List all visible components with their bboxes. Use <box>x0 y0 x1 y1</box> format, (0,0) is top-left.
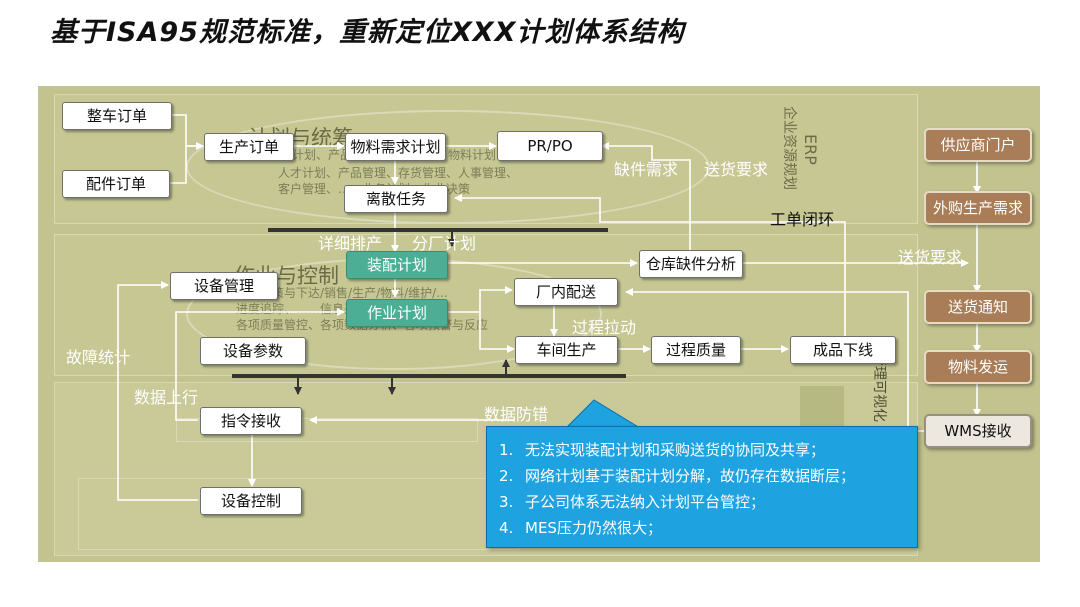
node-discrete-task: 离散任务 <box>344 185 448 213</box>
node-instruction-recv: 指令接收 <box>200 407 302 435</box>
operation-divider <box>232 374 626 378</box>
page-title: 基于ISA95规范标准，重新定位XXX计划体系结构 <box>50 17 685 48</box>
arrow-parts-order <box>169 142 204 184</box>
node-parts-order: 配件订单 <box>62 170 170 198</box>
label-fault-stats: 故障统计 <box>66 348 131 367</box>
node-warehouse-analysis: 仓库缺件分析 <box>639 250 743 278</box>
planning-line-2: 人才计划、产品管理、存货管理、人事管理、 <box>278 166 519 180</box>
node-pr-po: PR/PO <box>497 131 603 161</box>
node-mrp: 物料需求计划 <box>345 133 446 161</box>
node-plant-delivery: 厂内配送 <box>514 278 618 306</box>
node-product-offline: 成品下线 <box>790 336 896 364</box>
node-external-demand: 外购生产需求 <box>924 191 1032 225</box>
label-work-order-close: 工单闭环 <box>770 210 835 229</box>
arrow-job-delivery <box>479 286 513 312</box>
node-assembly-plan: 装配计划 <box>346 251 448 279</box>
node-supplier-portal: 供应商门户 <box>924 128 1032 162</box>
node-process-quality: 过程质量 <box>651 336 741 364</box>
equipment-placeholder-1 <box>176 418 478 442</box>
planning-oval <box>186 110 710 224</box>
node-delivery-notice: 送货通知 <box>924 290 1032 324</box>
planning-divider <box>268 228 608 232</box>
issues-callout: 1.无法实现装配计划和采购送货的协同及共享； 2.网络计划基于装配计划分解，故仍… <box>486 426 918 548</box>
label-data-errorproof: 数据防错 <box>484 405 549 424</box>
label-branch-plan: 分厂计划 <box>412 234 477 253</box>
issue-item-2: 2.网络计划基于装配计划分解，故仍存在数据断层； <box>499 467 856 485</box>
arrow-wms-delivery <box>625 288 931 432</box>
label-detailed-scheduling: 详细排产 <box>318 234 383 253</box>
label-delivery-request-1: 送货要求 <box>704 160 769 179</box>
node-equipment-params: 设备参数 <box>200 337 306 365</box>
node-workshop-production: 车间生产 <box>515 336 618 364</box>
arrow-instruction-job <box>175 308 345 421</box>
arrow-warehouse-prpo <box>601 142 691 250</box>
arrow-job-workshop <box>447 311 515 353</box>
node-equipment-ctrl: 设备控制 <box>200 487 302 515</box>
label-delivery-request-2: 送货要求 <box>898 248 963 267</box>
label-data-upstream: 数据上行 <box>134 388 199 407</box>
node-job-plan: 作业计划 <box>346 299 448 327</box>
issue-item-1: 1.无法实现装配计划和采购送货的协同及共享； <box>499 441 826 459</box>
node-production-order: 生产订单 <box>204 133 294 161</box>
arrow-offline-discrete <box>454 194 846 336</box>
node-wms-receive: WMS接收 <box>924 414 1032 448</box>
issue-item-4: 4.MES压力仍然很大； <box>499 519 662 537</box>
label-shortage-demand: 缺件需求 <box>614 160 679 179</box>
label-process-pull: 过程拉动 <box>572 318 637 337</box>
node-vehicle-order: 整车订单 <box>62 102 172 130</box>
arrow-control-equipment <box>117 281 198 501</box>
issue-item-3: 3.子公司体系无法纳入计划平台管控； <box>499 493 766 511</box>
node-material-shipping: 物料发运 <box>924 350 1032 384</box>
node-equipment-mgmt: 设备管理 <box>170 272 278 300</box>
